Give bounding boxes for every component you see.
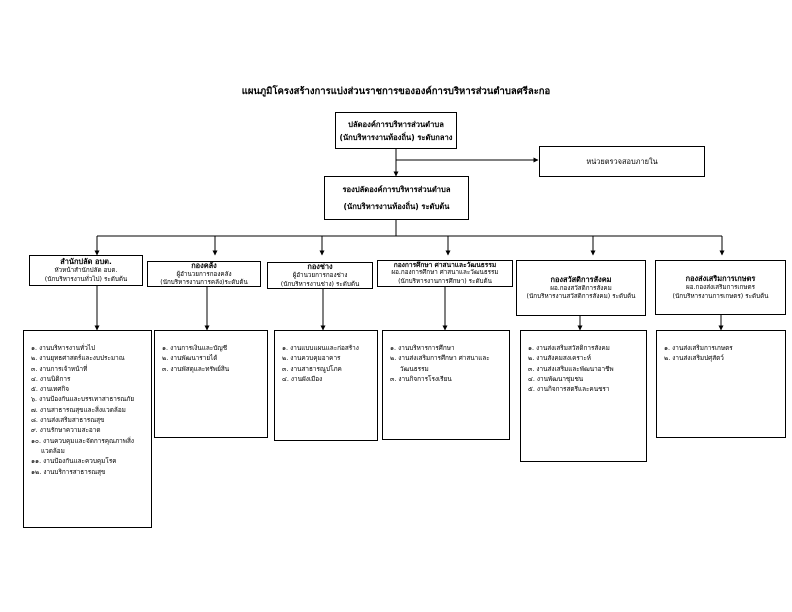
list-item: ๔. งานผังเมือง bbox=[282, 374, 323, 383]
division-name: กองสวัสดิการสังคม bbox=[550, 274, 612, 284]
list-item: ๗. งานสาธารณสุขและสิ่งแวดล้อม bbox=[31, 405, 126, 414]
task-list-finance: ๑. งานการเงินและบัญชี ๒. งานพัฒนารายได้ … bbox=[154, 330, 268, 438]
list-item: ๒. งานส่งเสริมปศุสัตว์ bbox=[664, 354, 724, 363]
list-item: ๑. งานส่งเสริมการเกษตร bbox=[664, 344, 733, 352]
division-head: หัวหน้าสำนักปลัด อบต. bbox=[54, 267, 118, 274]
list-item: ๒. งานพัฒนารายได้ bbox=[162, 354, 218, 363]
division-box-finance: กองคลัง ผู้อำนวยการกองคลัง (นักบริหารงาน… bbox=[147, 261, 261, 287]
task-list-office: ๑. งานบริหารงานทั่วไป ๒. งานยุทธศาสตร์แล… bbox=[23, 330, 152, 528]
division-box-social-welfare: กองสวัสดิการสังคม ผอ.กองสวัสดิการสังคม (… bbox=[516, 260, 646, 316]
chart-title: แผนภูมิโครงสร้างการแบ่งส่วนราชการขององค์… bbox=[241, 86, 551, 97]
list-item: ๓. งานส่งเสริมและพัฒนาอาชีพ bbox=[528, 364, 614, 373]
division-box-office: สำนักปลัด อบต. หัวหน้าสำนักปลัด อบต. (นั… bbox=[29, 255, 143, 286]
division-level: (นักบริหารงานการคลัง)ระดับต้น bbox=[160, 279, 248, 286]
deputy-administrator-level: (นักบริหารงานท้องถิ่น) ระดับต้น bbox=[343, 202, 450, 211]
division-name: กองส่งเสริมการเกษตร bbox=[685, 274, 756, 283]
division-level: (นักบริหารงานช่าง) ระดับต้น bbox=[280, 280, 360, 288]
division-level: (นักบริหารงานการเกษตร) ระดับต้น bbox=[672, 292, 769, 300]
division-box-agriculture: กองส่งเสริมการเกษตร ผอ.กองส่งเสริมการเกษ… bbox=[655, 260, 786, 315]
division-name: สำนักปลัด อบต. bbox=[60, 257, 112, 266]
internal-audit-box: หน่วยตรวจสอบภายใน bbox=[539, 146, 705, 177]
list-item: ๕. งานเทศกิจ bbox=[31, 385, 70, 394]
list-item: ๑๑. งานป้องกันและควบคุมโรค bbox=[31, 457, 117, 466]
list-item: ๑. งานการเงินและบัญชี bbox=[162, 344, 228, 352]
list-item: ๒. งานควบคุมอาคาร bbox=[282, 354, 341, 363]
list-item: ๙. งานรักษาความสะอาด bbox=[31, 426, 101, 435]
list-item: ๑. งานบริหารงานทั่วไป bbox=[31, 344, 96, 352]
internal-audit-label: หน่วยตรวจสอบภายใน bbox=[586, 156, 658, 166]
list-item: ๔. งานนิติการ bbox=[31, 374, 71, 383]
task-list-education: ๑. งานบริหารการศึกษา ๒. งานส่งเสริมการศึ… bbox=[382, 330, 510, 440]
chief-administrator-title: ปลัดองค์การบริหารส่วนตำบล bbox=[348, 119, 444, 129]
division-head: ผอ.กองสวัสดิการสังคม bbox=[550, 284, 612, 292]
division-name: กองการศึกษา ศาสนาและวัฒนธรรม bbox=[393, 260, 497, 269]
list-item: ๑. งานบริหารการศึกษา bbox=[390, 344, 455, 352]
list-item: ๓. งานกิจการโรงเรียน bbox=[390, 374, 452, 383]
list-item: ๑. งานแบบแผนและก่อสร้าง bbox=[282, 344, 359, 352]
list-item: ๘. งานส่งเสริมสาธารณสุข bbox=[31, 416, 105, 425]
division-name: กองช่าง bbox=[307, 262, 333, 271]
list-item: ๑. งานส่งเสริมสวัสดิการสังคม bbox=[528, 344, 610, 352]
list-item: ๕. งานกิจการสตรีและคนชรา bbox=[528, 385, 610, 394]
division-name: กองคลัง bbox=[191, 260, 217, 270]
list-item: ๓. งานพัสดุและทรัพย์สิน bbox=[162, 364, 230, 373]
division-head: ผู้อำนวยการกองคลัง bbox=[176, 270, 232, 278]
division-level: (นักบริหารงานสวัสดิการสังคม) ระดับต้น bbox=[526, 293, 636, 300]
list-item: ๓. งานสาธารณูปโภค bbox=[282, 364, 342, 373]
division-level: (นักบริหารงานการศึกษา) ระดับต้น bbox=[398, 277, 492, 285]
division-level: (นักบริหารงานทั่วไป) ระดับต้น bbox=[44, 275, 128, 283]
division-head: ผอ.กองการศึกษา ศาสนาและวัฒนธรรม bbox=[391, 269, 499, 277]
list-item: ๒. งานยุทธศาสตร์และงบประมาณ bbox=[31, 354, 125, 363]
list-item: ๖. งานป้องกันและบรรเทาสาธารณภัย bbox=[31, 395, 135, 404]
division-head: ผอ.กองส่งเสริมการเกษตร bbox=[686, 284, 755, 291]
division-box-engineering: กองช่าง ผู้อำนวยการกองช่าง (นักบริหารงาน… bbox=[267, 262, 373, 289]
list-item: ๓. งานการเจ้าหน้าที่ bbox=[31, 364, 88, 373]
task-list-agriculture: ๑. งานส่งเสริมการเกษตร ๒. งานส่งเสริมปศุ… bbox=[656, 330, 786, 438]
list-item: ๒. งานสังคมสงเคราะห์ bbox=[528, 354, 592, 363]
list-item: ๑๐. งานควบคุมและจัดการคุณภาพสิ่งแวดล้อม bbox=[31, 436, 134, 455]
chief-administrator-level: (นักบริหารงานท้องถิ่น) ระดับกลาง bbox=[339, 132, 453, 142]
division-box-education: กองการศึกษา ศาสนาและวัฒนธรรม ผอ.กองการศึ… bbox=[377, 260, 513, 287]
task-list-engineering: ๑. งานแบบแผนและก่อสร้าง ๒. งานควบคุมอาคา… bbox=[274, 330, 378, 441]
deputy-administrator-box: รองปลัดองค์การบริหารส่วนตำบล (นักบริหารง… bbox=[324, 176, 469, 220]
list-item: ๑๒. งานบริการสาธารณสุข bbox=[31, 467, 106, 476]
deputy-administrator-title: รองปลัดองค์การบริหารส่วนตำบล bbox=[342, 185, 451, 194]
division-head: ผู้อำนวยการกองช่าง bbox=[292, 272, 348, 279]
task-list-social-welfare: ๑. งานส่งเสริมสวัสดิการสังคม ๒. งานสังคม… bbox=[520, 330, 647, 462]
chief-administrator-box: ปลัดองค์การบริหารส่วนตำบล (นักบริหารงานท… bbox=[335, 112, 457, 149]
list-item: ๒. งานส่งเสริมการศึกษา ศาสนาและวัฒนธรรม bbox=[390, 354, 490, 373]
list-item: ๔. งานพัฒนาชุมชน bbox=[528, 374, 584, 383]
